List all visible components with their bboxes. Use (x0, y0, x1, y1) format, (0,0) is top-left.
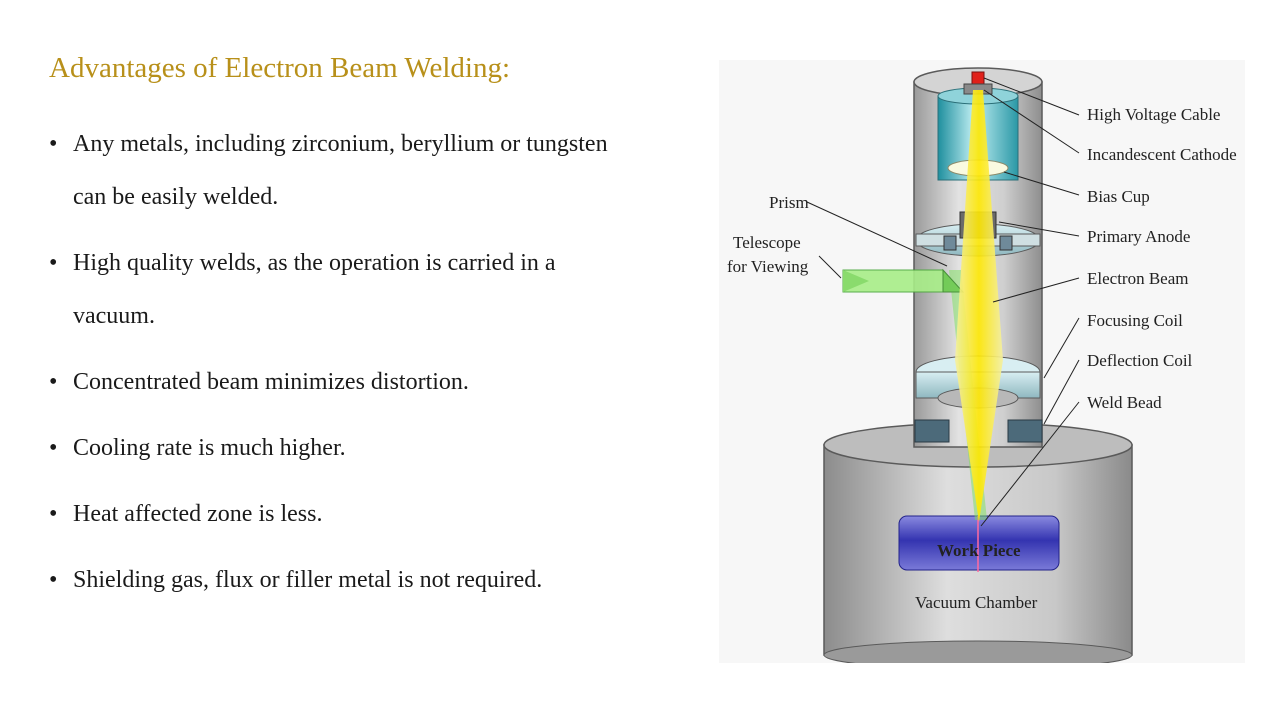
label-bias-cup: Bias Cup (1087, 187, 1150, 206)
label-work-piece: Work Piece (937, 541, 1021, 560)
bullet-text: Any metals, including zirconium, berylli… (73, 131, 608, 210)
label-focusing-coil: Focusing Coil (1087, 311, 1183, 330)
bullet-dot-icon: • (49, 501, 58, 527)
bullet-dot-icon: • (49, 250, 58, 276)
bullet-list: • Any metals, including zirconium, beryl… (49, 118, 639, 620)
bullet-text: Cooling rate is much higher. (73, 435, 346, 461)
bullet-item: • High quality welds, as the operation i… (49, 237, 639, 343)
bullet-text: High quality welds, as the operation is … (73, 250, 556, 329)
label-prism: Prism (769, 193, 809, 212)
bullet-item: • Cooling rate is much higher. (49, 422, 639, 475)
label-primary-anode: Primary Anode (1087, 227, 1190, 246)
bullet-item: • Any metals, including zirconium, beryl… (49, 118, 639, 224)
bullet-item: • Heat affected zone is less. (49, 488, 639, 541)
bullet-text: Heat affected zone is less. (73, 501, 323, 527)
electron-beam-welding-diagram: High Voltage Cable Incandescent Cathode … (719, 60, 1245, 663)
deflection-coil (914, 419, 1043, 443)
bullet-text: Concentrated beam minimizes distortion. (73, 369, 469, 395)
bullet-dot-icon: • (49, 131, 58, 157)
leader-lines (806, 77, 1080, 527)
label-telescope-line2: for Viewing (727, 257, 809, 276)
bullet-item: • Shielding gas, flux or filler metal is… (49, 554, 639, 607)
label-incandescent-cathode: Incandescent Cathode (1087, 145, 1237, 164)
label-electron-beam: Electron Beam (1087, 269, 1189, 288)
bullet-dot-icon: • (49, 369, 58, 395)
slide-title: Advantages of Electron Beam Welding: (49, 52, 510, 84)
label-telescope-line1: Telescope (733, 233, 801, 252)
electron-beam (955, 90, 1003, 522)
bullet-dot-icon: • (49, 567, 58, 593)
diagram-svg: High Voltage Cable Incandescent Cathode … (727, 67, 1237, 663)
high-voltage-cable-plug (971, 71, 985, 85)
label-weld-bead: Weld Bead (1087, 393, 1162, 412)
bullet-item: • Concentrated beam minimizes distortion… (49, 356, 639, 409)
label-deflection-coil: Deflection Coil (1087, 351, 1193, 370)
label-vacuum-chamber: Vacuum Chamber (915, 593, 1038, 612)
label-high-voltage-cable: High Voltage Cable (1087, 105, 1220, 124)
bullet-text: Shielding gas, flux or filler metal is n… (73, 567, 543, 593)
bullet-dot-icon: • (49, 435, 58, 461)
